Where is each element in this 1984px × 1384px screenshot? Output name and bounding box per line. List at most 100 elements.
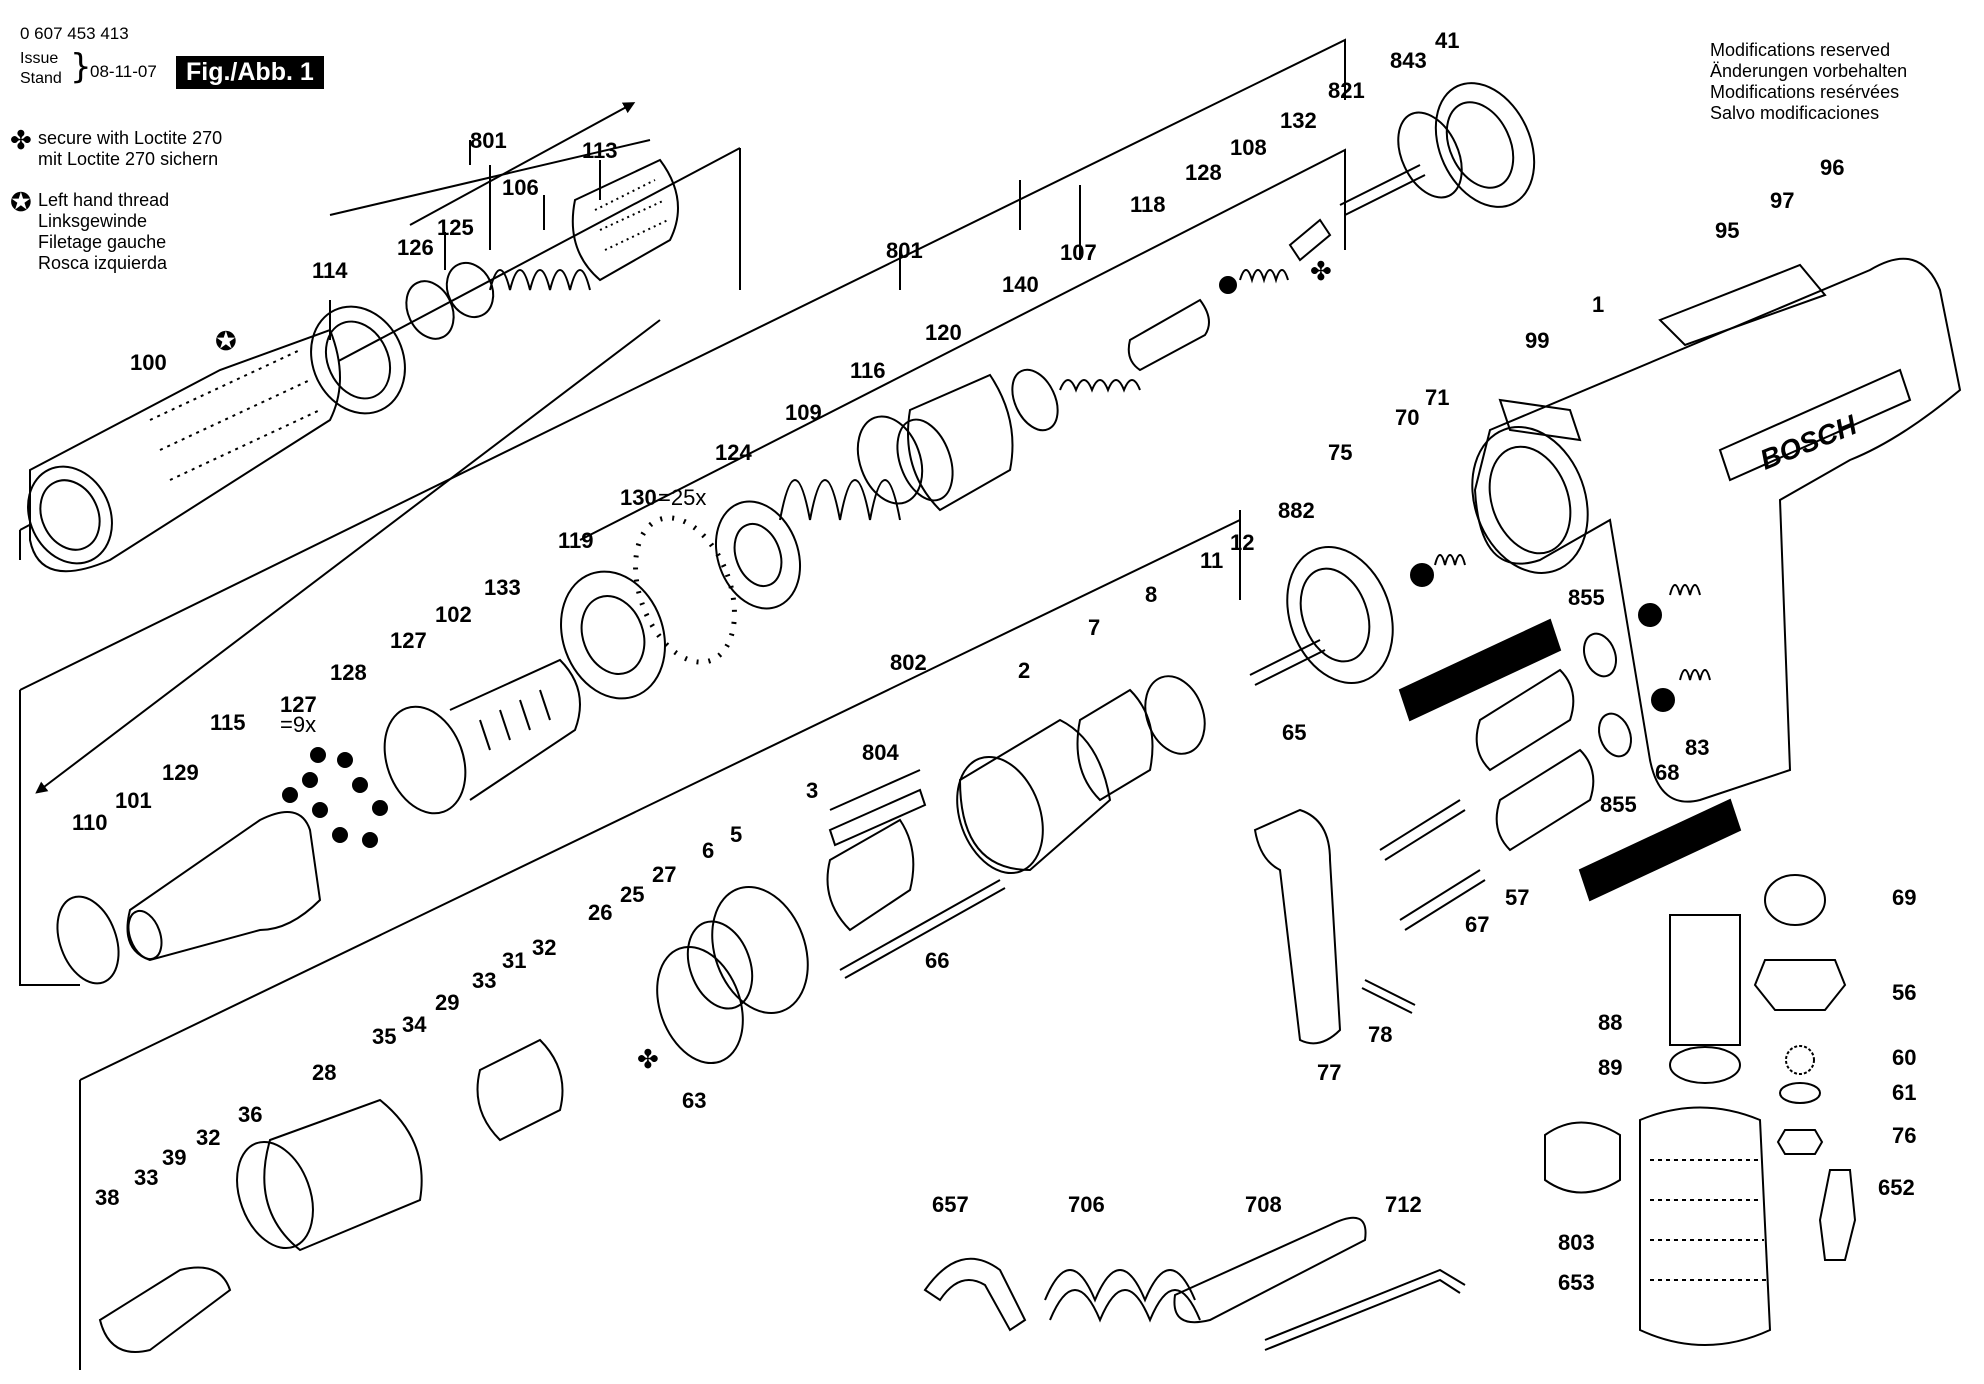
callout-39: 39 [162, 1145, 186, 1170]
valve-57a [1475, 668, 1575, 772]
callout-140: 140 [1002, 272, 1039, 297]
callout-95: 95 [1715, 218, 1739, 243]
callout-3: 3 [806, 778, 818, 803]
filter-88 [1669, 914, 1741, 1046]
bracket-801a [329, 139, 651, 216]
callout-102: 102 [435, 602, 472, 627]
callout-657: 657 [932, 1192, 969, 1217]
oring-855b [1598, 712, 1632, 758]
loctite-icon: ✤ [10, 126, 32, 156]
callout-56: 56 [1892, 980, 1916, 1005]
callout-113: 113 [582, 138, 618, 163]
balls-128 [282, 747, 388, 848]
callout-801-middle: 801 [886, 238, 923, 263]
callout-2: 2 [1018, 658, 1030, 683]
retaining-ring-126 [405, 280, 455, 340]
valve-57b [1495, 748, 1595, 852]
pin-67b [1399, 869, 1486, 931]
callout-8: 8 [1145, 582, 1157, 607]
spring-83b [1679, 669, 1711, 681]
loctite-note-en: secure with Loctite 270 [38, 128, 223, 148]
callout-83: 83 [1685, 735, 1709, 760]
mod-es: Salvo modificaciones [1710, 103, 1880, 123]
callout-36: 36 [238, 1102, 262, 1127]
callout-118: 118 [1130, 192, 1166, 217]
ball-68b [1651, 688, 1675, 712]
callout-882: 882 [1278, 498, 1315, 523]
callout-130-qty: =25x [658, 485, 706, 510]
callout-129: 129 [162, 760, 199, 785]
muffler-803 [1544, 1121, 1621, 1194]
spring-706 [1044, 1269, 1201, 1323]
leaders-top [329, 160, 601, 340]
callout-126: 126 [397, 235, 434, 260]
callout-108: 108 [1230, 135, 1267, 160]
callout-32: 32 [532, 935, 556, 960]
end-plate-7 [1076, 688, 1154, 802]
spindle-38 [98, 1266, 232, 1353]
left-hand-thread-mark: ✪ [215, 327, 237, 357]
spring-108 [1239, 269, 1289, 284]
callout-109: 109 [785, 400, 822, 425]
lower-frame [79, 510, 1241, 1081]
hex-key-712 [1264, 1268, 1466, 1351]
callout-38: 38 [95, 1185, 119, 1210]
ball-128 [1219, 276, 1237, 294]
callout-803: 803 [1558, 1230, 1595, 1255]
callout-27: 27 [652, 862, 676, 887]
loctite-mark-lower: ✤ [637, 1045, 659, 1075]
screw-12 [1249, 639, 1326, 686]
middle-frame [19, 38, 1346, 986]
callout-115: 115 [210, 710, 246, 735]
callout-28: 28 [312, 1060, 336, 1085]
callout-67: 67 [1465, 912, 1489, 937]
pin-118 [1127, 298, 1210, 372]
cylinder-2 [956, 718, 1112, 875]
valve-section-lower [1578, 798, 1742, 902]
hose-nipple-652 [1818, 1169, 1857, 1261]
balls-130 [633, 515, 737, 665]
callout-99: 99 [1525, 328, 1549, 353]
ring-110 [56, 895, 120, 985]
ring-140 [1011, 368, 1059, 432]
spring-109 [779, 479, 901, 521]
callout-821: 821 [1328, 78, 1365, 103]
callout-843: 843 [1390, 48, 1427, 73]
callout-127-qty: =9x [280, 712, 316, 737]
bearing-5 [711, 886, 809, 1014]
muffler-653-grid [1650, 1159, 1766, 1281]
part-number: 0 607 453 413 [20, 24, 129, 43]
callout-708: 708 [1245, 1192, 1282, 1217]
callout-31: 31 [502, 948, 526, 973]
callout-855-lower: 855 [1600, 792, 1637, 817]
mod-fr: Modifications resérvées [1710, 82, 1900, 102]
motor-end-plate-75 [1286, 546, 1394, 684]
callout-60: 60 [1892, 1045, 1916, 1070]
callout-119: 119 [558, 528, 594, 553]
lefthand-en: Left hand thread [38, 190, 170, 210]
callout-133: 133 [484, 575, 521, 600]
disk-63 [656, 945, 744, 1065]
callout-855: 855 [1568, 585, 1605, 610]
callout-132: 132 [1280, 108, 1317, 133]
mod-de: Änderungen vorbehalten [1710, 61, 1908, 81]
stand-label: Stand [20, 70, 62, 87]
muffler-653 [1639, 1106, 1772, 1346]
sleeve-113 [571, 158, 679, 282]
callout-706: 706 [1068, 1192, 1105, 1217]
callout-6: 6 [702, 838, 714, 863]
circlip-843 [1397, 111, 1463, 199]
issue-label: Issue [20, 50, 59, 67]
callout-63: 63 [682, 1088, 706, 1113]
ring-114 [310, 305, 406, 415]
middle-assembly-axis [35, 319, 661, 794]
mod-en: Modifications reserved [1710, 40, 1891, 60]
lefthand-es: Rosca izquierda [38, 253, 168, 273]
valve-section-upper [1398, 618, 1562, 722]
callout-5: 5 [730, 822, 742, 847]
middle-frame-lower [579, 148, 1346, 541]
ring-gear-28 [236, 1098, 423, 1252]
oring-69 [1764, 874, 1826, 926]
rotor-3 [826, 818, 915, 932]
